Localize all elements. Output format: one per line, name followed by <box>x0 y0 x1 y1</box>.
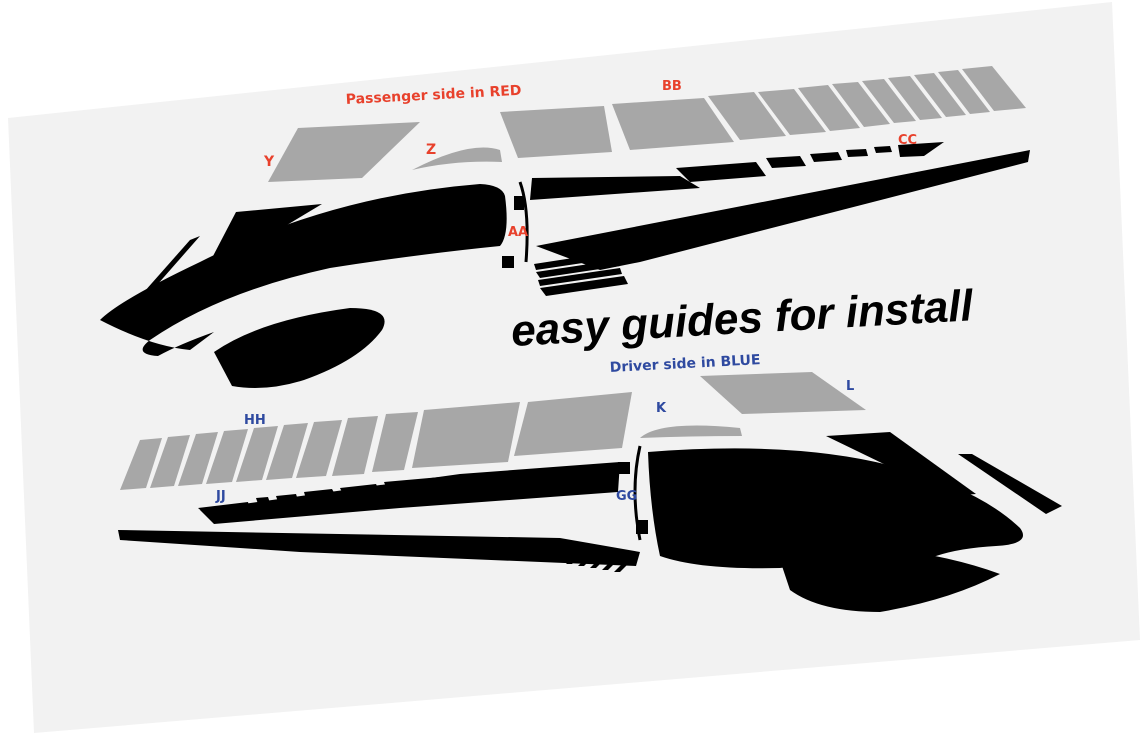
decal-passenger-upper-panel <box>530 176 700 200</box>
decal-piece-z <box>412 147 502 170</box>
label-y: Y <box>263 154 275 170</box>
label-jj: JJ <box>215 489 226 504</box>
decal-driver-nose-upper <box>826 432 976 496</box>
decal-piece-hh <box>120 392 632 490</box>
driver-side-title: Driver side in BLUE <box>609 352 761 376</box>
decal-passenger-hatch <box>534 252 628 296</box>
decal-piece-bb <box>500 66 1026 158</box>
label-hh: HH <box>244 413 266 428</box>
driver-decal-set <box>118 372 1062 612</box>
decal-driver-nose-spike <box>958 454 1062 514</box>
decal-piece-y <box>268 122 420 182</box>
decal-driver-arch <box>782 544 1000 612</box>
decal-piece-gg <box>618 445 648 541</box>
decal-piece-cc <box>676 142 944 182</box>
label-bb: BB <box>662 79 682 94</box>
decal-piece-aa <box>502 181 529 268</box>
decal-piece-k <box>640 425 742 438</box>
decal-passenger-nose-spike <box>114 236 200 326</box>
decal-passenger-nose-upper <box>212 204 322 258</box>
decal-passenger-front-body <box>100 184 507 356</box>
decal-passenger-arch <box>214 308 385 388</box>
decal-driver-upper-swoosh <box>200 462 620 524</box>
label-gg: GG <box>616 489 637 504</box>
label-k: K <box>656 401 667 416</box>
label-aa: AA <box>508 225 528 240</box>
decal-driver-lower-swoosh <box>118 530 640 566</box>
decal-passenger-lower-swoosh <box>536 150 1030 270</box>
decal-driver-hatch <box>554 550 632 572</box>
passenger-decal-set <box>100 66 1030 388</box>
label-z: Z <box>426 142 436 158</box>
label-l: L <box>846 379 854 394</box>
decal-piece-l <box>700 372 866 414</box>
label-cc: CC <box>898 133 917 148</box>
